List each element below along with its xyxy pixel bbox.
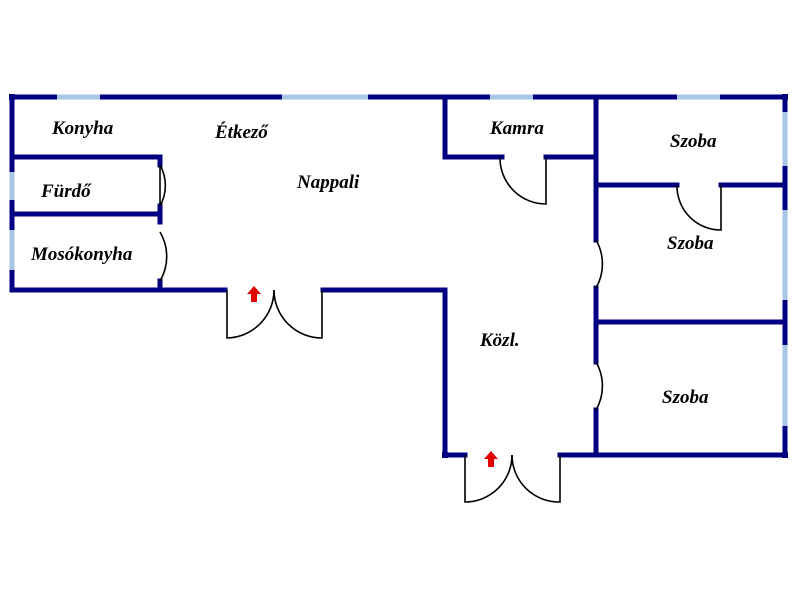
label-szoba-bottom: Szoba [662, 387, 709, 408]
join [782, 452, 788, 458]
interior-walls [9, 94, 788, 458]
label-mosokonyha: Mosókonyha [30, 244, 133, 265]
door-main-left-leaf[interactable] [226, 289, 275, 339]
label-szoba-top: Szoba [670, 131, 717, 152]
label-kozl: Közl. [479, 330, 520, 351]
windows [9, 94, 788, 426]
door-entrance-left-leaf[interactable] [464, 454, 513, 503]
door-szoba-middle[interactable] [595, 239, 604, 289]
entrance-arrow-icon [484, 451, 498, 467]
join [782, 94, 788, 100]
door-szoba-top[interactable] [676, 184, 722, 231]
door-main-right-leaf[interactable] [273, 289, 323, 339]
door-mosokonyha[interactable] [159, 231, 168, 282]
door-kamra[interactable] [499, 156, 547, 205]
label-kamra: Kamra [489, 118, 544, 139]
label-nappali: Nappali [296, 172, 360, 193]
label-konyha: Konyha [51, 118, 114, 139]
entrance-arrow-icon [247, 286, 261, 302]
join [9, 94, 15, 100]
entrance-arrows [247, 286, 498, 467]
join [442, 452, 448, 458]
label-furdo: Fürdő [40, 181, 92, 202]
room-labels: Konyha Étkező Nappali Fürdő Mosókonyha K… [30, 118, 717, 408]
door-entrance-right-leaf[interactable] [511, 454, 561, 503]
wall-joins [9, 94, 788, 458]
door-szoba-bottom[interactable] [595, 361, 604, 411]
label-etkezo: Étkező [214, 121, 269, 143]
label-szoba-middle: Szoba [667, 233, 714, 254]
doors [159, 156, 722, 503]
door-furdo[interactable] [159, 164, 167, 207]
